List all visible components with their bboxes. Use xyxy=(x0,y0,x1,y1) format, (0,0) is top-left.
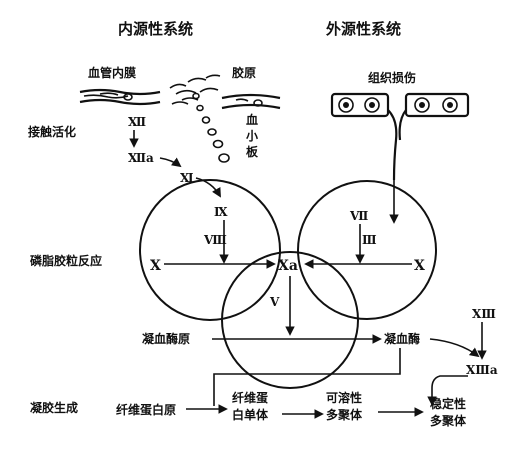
arrow-xi-to-ix xyxy=(195,177,221,198)
stable-polymer-label-2: 多聚体 xyxy=(430,413,467,428)
factor-xi: Ⅺ xyxy=(180,171,194,185)
platelet-char-2: 小 xyxy=(246,128,258,143)
platelets-illustration xyxy=(192,92,230,163)
factor-xiii: ⅩⅢ xyxy=(472,307,496,321)
fibrin-monomer-label-2: 白单体 xyxy=(232,407,269,422)
extrinsic-circle xyxy=(297,180,437,320)
vessel-endothelium-label: 血管内膜 xyxy=(88,65,136,80)
arrow-xiia-to-xi xyxy=(159,157,182,168)
soluble-polymer-label-2: 多聚体 xyxy=(326,407,363,422)
prothrombin-label: 凝血酶原 xyxy=(142,331,190,346)
fibrin-monomer-label-1: 纤维蛋 xyxy=(232,390,268,405)
arrow-thrombin-to-xiiia xyxy=(429,338,480,358)
factor-viii: Ⅷ xyxy=(203,233,227,247)
tissue-cells-illustration xyxy=(330,92,470,181)
common-pathway-circle xyxy=(221,251,359,389)
fibrinogen-label: 纤维蛋白原 xyxy=(116,402,176,417)
intrinsic-system-title: 内源性系统 xyxy=(118,20,193,38)
collagen-fibers-illustration xyxy=(169,74,281,110)
intrinsic-circle xyxy=(139,179,281,321)
arrow-xiiia-to-stable xyxy=(427,375,468,406)
extrinsic-system-title: 外源性系统 xyxy=(325,20,401,38)
factor-v: V xyxy=(269,295,280,309)
factor-xa: Xa xyxy=(278,258,298,274)
factor-ix: Ⅸ xyxy=(214,205,228,219)
line-thrombin-to-fibrinogen-step xyxy=(213,348,401,406)
vessel-wall-illustration xyxy=(79,88,161,106)
thrombin-label: 凝血酶 xyxy=(384,331,420,346)
factor-xiiia: ⅩⅢa xyxy=(466,363,498,377)
factor-x-right: X xyxy=(414,258,425,274)
factor-xiia: Ⅻa xyxy=(128,151,154,165)
factor-iii: Ⅲ xyxy=(362,233,377,247)
factor-x-left: X xyxy=(150,258,161,274)
platelet-char-1: 血 xyxy=(246,112,258,127)
stage-gel-formation: 凝胶生成 xyxy=(30,400,78,415)
soluble-polymer-label-1: 可溶性 xyxy=(326,390,362,405)
tissue-injury-label: 组织损伤 xyxy=(368,70,416,85)
collagen-label: 胶原 xyxy=(232,65,256,80)
factor-vii: Ⅶ xyxy=(349,209,368,223)
platelet-char-3: 板 xyxy=(246,144,259,159)
factor-xii: Ⅻ xyxy=(128,115,146,129)
stage-phospholipid-reaction: 磷脂胶粒反应 xyxy=(30,253,102,268)
stable-polymer-label-1: 稳定性 xyxy=(430,396,466,411)
stage-contact-activation: 接触活化 xyxy=(28,124,76,139)
